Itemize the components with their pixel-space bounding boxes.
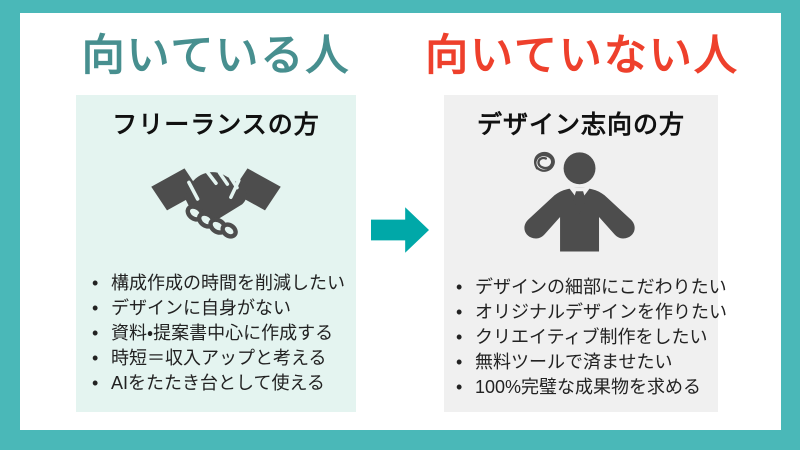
card-design-title: デザイン志向の方 bbox=[476, 111, 685, 139]
list-item: 100%完璧な成果物を求める bbox=[454, 375, 716, 400]
list-item: デザインの細部にこだわりたい bbox=[454, 275, 727, 300]
list-item: デザインに自身がない bbox=[90, 296, 350, 321]
handshake-icon bbox=[146, 157, 286, 241]
confused-person-icon bbox=[514, 147, 638, 253]
list-item: AIをたたき台として使える bbox=[90, 371, 350, 396]
design-points-list: デザインの細部にこだわりたい オリジナルデザインを作りたい クリエイティブ制作を… bbox=[454, 275, 727, 400]
list-item: オリジナルデザインを作りたい bbox=[454, 300, 727, 325]
list-item: 無料ツールで済ませたい bbox=[454, 350, 716, 375]
list-item: 時短＝収入アップと考える bbox=[90, 346, 350, 371]
content-area: 向いている人 向いていない人 フリーランスの方 bbox=[20, 13, 781, 430]
list-item: 資料・提案書中心に作成する bbox=[90, 321, 350, 346]
card-freelance: フリーランスの方 bbox=[76, 95, 356, 412]
title-suited: 向いている人 bbox=[81, 32, 351, 80]
title-not-suited: 向いていない人 bbox=[425, 32, 739, 80]
freelance-points-list: 構成作成の時間を削減したい デザインに自身がない 資料・提案書中心に作成する 時… bbox=[90, 271, 350, 396]
arrow-right-icon bbox=[371, 207, 429, 253]
card-freelance-title: フリーランスの方 bbox=[112, 111, 320, 139]
card-design-oriented: デザイン志向の方 デザインの細部にこだわりたい オリジナルデザインを作りたい ク… bbox=[444, 95, 727, 412]
list-item: 構成作成の時間を削減したい bbox=[90, 271, 350, 296]
list-item: クリエイティブ制作をしたい bbox=[454, 325, 716, 350]
